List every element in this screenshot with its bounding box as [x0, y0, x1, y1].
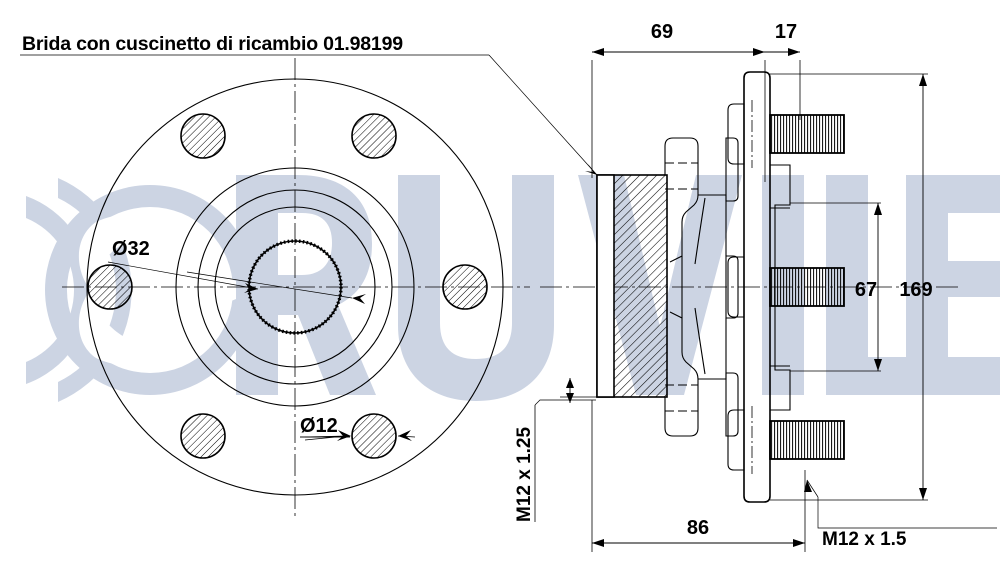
thread-right-leader	[817, 497, 997, 529]
dimension-value-17: 17	[775, 21, 797, 43]
dim-arrow-86-right	[793, 539, 805, 547]
dimension-69: 69	[591, 21, 766, 182]
page-title: Brida con cuscinetto di ricambio 01.9819…	[22, 33, 403, 55]
bore-leader-lower	[186, 271, 353, 299]
hub-step-bottom	[698, 318, 727, 380]
dim-arrow-17-right	[788, 48, 800, 56]
bolt-hole-left	[87, 264, 133, 310]
flange-outer-circle	[86, 78, 504, 496]
stud-bottom-thread	[769, 420, 845, 460]
bolt-hole-bottom-left	[180, 413, 226, 459]
front-view: Ø32 Ø12	[62, 58, 530, 518]
hub-inner-curve-top	[694, 197, 706, 265]
title-leader-line	[488, 54, 598, 176]
section-view	[540, 71, 960, 503]
hub-body	[664, 137, 727, 437]
bore-leader-arrow-right	[352, 294, 366, 304]
dim-arrow-69-left	[592, 48, 604, 56]
dimension-value-169: 169	[899, 279, 932, 301]
dimension-value-86: 86	[687, 517, 709, 539]
thread-callout-right: M12 x 1.5	[804, 479, 997, 550]
dim-arrow-169-bottom	[919, 488, 927, 500]
stud-top	[769, 114, 845, 154]
bore-leader-arrow-left	[244, 283, 258, 293]
hub-circle-1	[175, 167, 415, 407]
thread-right-leader-stem	[806, 479, 819, 498]
dim-arrow-bearing-top	[566, 378, 574, 388]
bearing-edge-dimension	[560, 378, 600, 403]
hub-collar	[725, 137, 739, 437]
drawing-title-group: Brida con cuscinetto di ricambio 01.9819…	[20, 33, 598, 176]
ruville-logo-watermark	[26, 178, 258, 402]
stud-middle	[769, 267, 845, 307]
dim-arrow-69-right	[753, 48, 765, 56]
dimension-169: 169	[770, 73, 933, 501]
hub-circle-3	[214, 206, 376, 368]
stud-group	[727, 103, 845, 471]
stud-middle-head	[727, 256, 745, 318]
thread-right-label: M12 x 1.5	[822, 529, 907, 550]
bore-diameter-label: Ø32	[112, 238, 150, 260]
spline-teeth	[247, 239, 343, 335]
collar-center	[725, 255, 739, 319]
dim-arrow-67-top	[874, 203, 882, 215]
stud-top-thread	[769, 114, 845, 154]
hub-circle-2	[197, 189, 393, 385]
bolt-hole-bottom-right	[351, 413, 397, 459]
dimension-layer: 69 17 67 169	[514, 21, 997, 552]
dimension-86: 86	[591, 400, 806, 552]
stud-middle-thread	[769, 267, 845, 307]
dimension-value-69: 69	[651, 21, 673, 43]
collar-bottom	[725, 372, 739, 437]
title-leader-arrow	[585, 164, 597, 175]
bolt-hole-arrow-left	[337, 430, 351, 441]
dimension-67: 67	[790, 202, 882, 372]
bolt-hole-top-left	[180, 113, 226, 159]
stud-bottom	[769, 420, 845, 460]
dimension-17: 17	[765, 21, 801, 120]
bolt-hole-top-right	[351, 113, 397, 159]
dimension-value-67: 67	[855, 279, 877, 301]
thread-left-leader	[534, 399, 596, 406]
thread-callout-left: M12 x 1.25	[514, 399, 596, 522]
stud-top-head	[727, 103, 745, 165]
thread-right-arrow	[804, 480, 812, 492]
hub-inner-curve-bottom	[694, 307, 706, 375]
bore-leader-upper	[107, 261, 259, 290]
bearing-outer-ring	[596, 174, 615, 398]
bolt-hole-leader-c	[304, 435, 347, 441]
bolt-hole-leader-b	[304, 435, 348, 438]
dim-arrow-bearing-bottom	[566, 393, 574, 403]
dim-arrow-169-top	[919, 74, 927, 86]
bolt-hole-diameter-label: Ø12	[300, 415, 338, 437]
dim-arrow-86-left	[592, 539, 604, 547]
bolt-hole-diameter-callout: Ø12	[300, 415, 416, 441]
bore-diameter-callout: Ø32	[107, 238, 366, 304]
bolt-hole-group	[87, 113, 488, 459]
thread-left-label: M12 x 1.25	[514, 427, 535, 522]
bolt-hole-right	[442, 264, 488, 310]
dim-arrow-67-bottom	[874, 359, 882, 371]
bolt-hole-arrow-right	[398, 430, 412, 441]
stud-bottom-head	[727, 409, 745, 471]
bearing-block	[596, 174, 668, 398]
collar-top	[725, 137, 739, 202]
flange-plate-section	[743, 71, 771, 503]
